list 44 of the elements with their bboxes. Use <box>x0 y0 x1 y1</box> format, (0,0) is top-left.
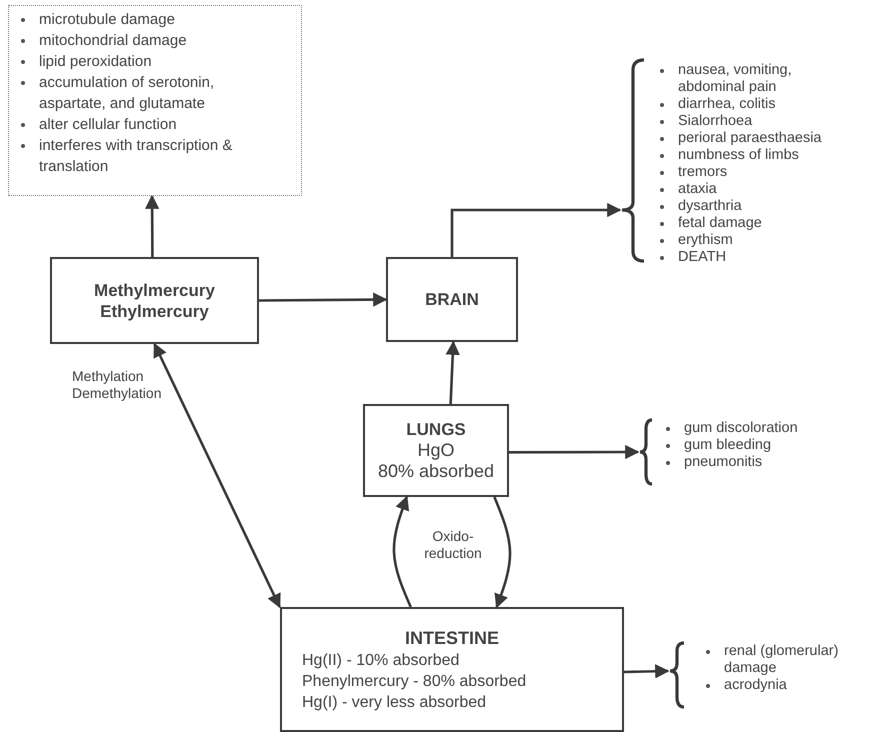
process-label: Oxido-reduction <box>423 528 483 562</box>
list-item: DEATH <box>678 249 726 265</box>
arrow <box>493 496 512 608</box>
list-item: Sialorrhoea <box>678 113 752 129</box>
list-item: acrodynia <box>724 677 787 693</box>
box-text: Hg(I) - very less absorbed <box>302 693 486 713</box>
arrow <box>450 202 622 257</box>
box-text: Hg(II) - 10% absorbed <box>302 651 460 671</box>
list-item: ataxia <box>678 181 717 197</box>
list-item: numbness of limbs <box>678 147 799 163</box>
list-item: microtubule damage <box>39 11 175 28</box>
arrow <box>144 194 160 257</box>
box-text: HgO <box>417 440 454 461</box>
edge-label: Methylation Demethylation <box>72 368 162 402</box>
arrow <box>259 292 388 307</box>
list-item: dysarthria <box>678 198 742 214</box>
list-item: fetal damage <box>678 215 762 231</box>
arrow <box>153 342 281 608</box>
list-item: erythism <box>678 232 733 248</box>
list-item: tremors <box>678 164 728 180</box>
list-item: interferes with transcription & translation <box>39 137 232 175</box>
list-item: perioral paraesthaesia <box>678 130 822 146</box>
box-heading: INTESTINE <box>404 627 499 650</box>
arrow <box>509 444 640 460</box>
arrow <box>392 496 412 608</box>
list-item: pneumonitis <box>684 454 762 470</box>
list-item: diarrhea, colitis <box>678 96 776 112</box>
box-text: 80% absorbed <box>378 461 494 482</box>
arrow <box>624 664 670 678</box>
process-box <box>50 257 259 344</box>
box-heading: BRAIN <box>425 289 479 310</box>
box-heading: Methylmercury Ethylmercury <box>93 280 216 322</box>
list-item: gum discoloration <box>684 420 798 436</box>
list-item: alter cellular function <box>39 116 177 133</box>
note-box <box>8 5 302 196</box>
process-box <box>363 404 509 497</box>
list-item: gum bleeding <box>684 437 772 453</box>
list-item: lipid peroxidation <box>39 53 152 70</box>
box-heading: LUNGS <box>406 419 466 440</box>
list-item: mitochondrial damage <box>39 32 187 49</box>
box-text: Phenylmercury - 80% absorbed <box>302 672 526 692</box>
process-box <box>280 607 624 732</box>
arrow <box>446 340 460 404</box>
process-box <box>386 257 518 342</box>
